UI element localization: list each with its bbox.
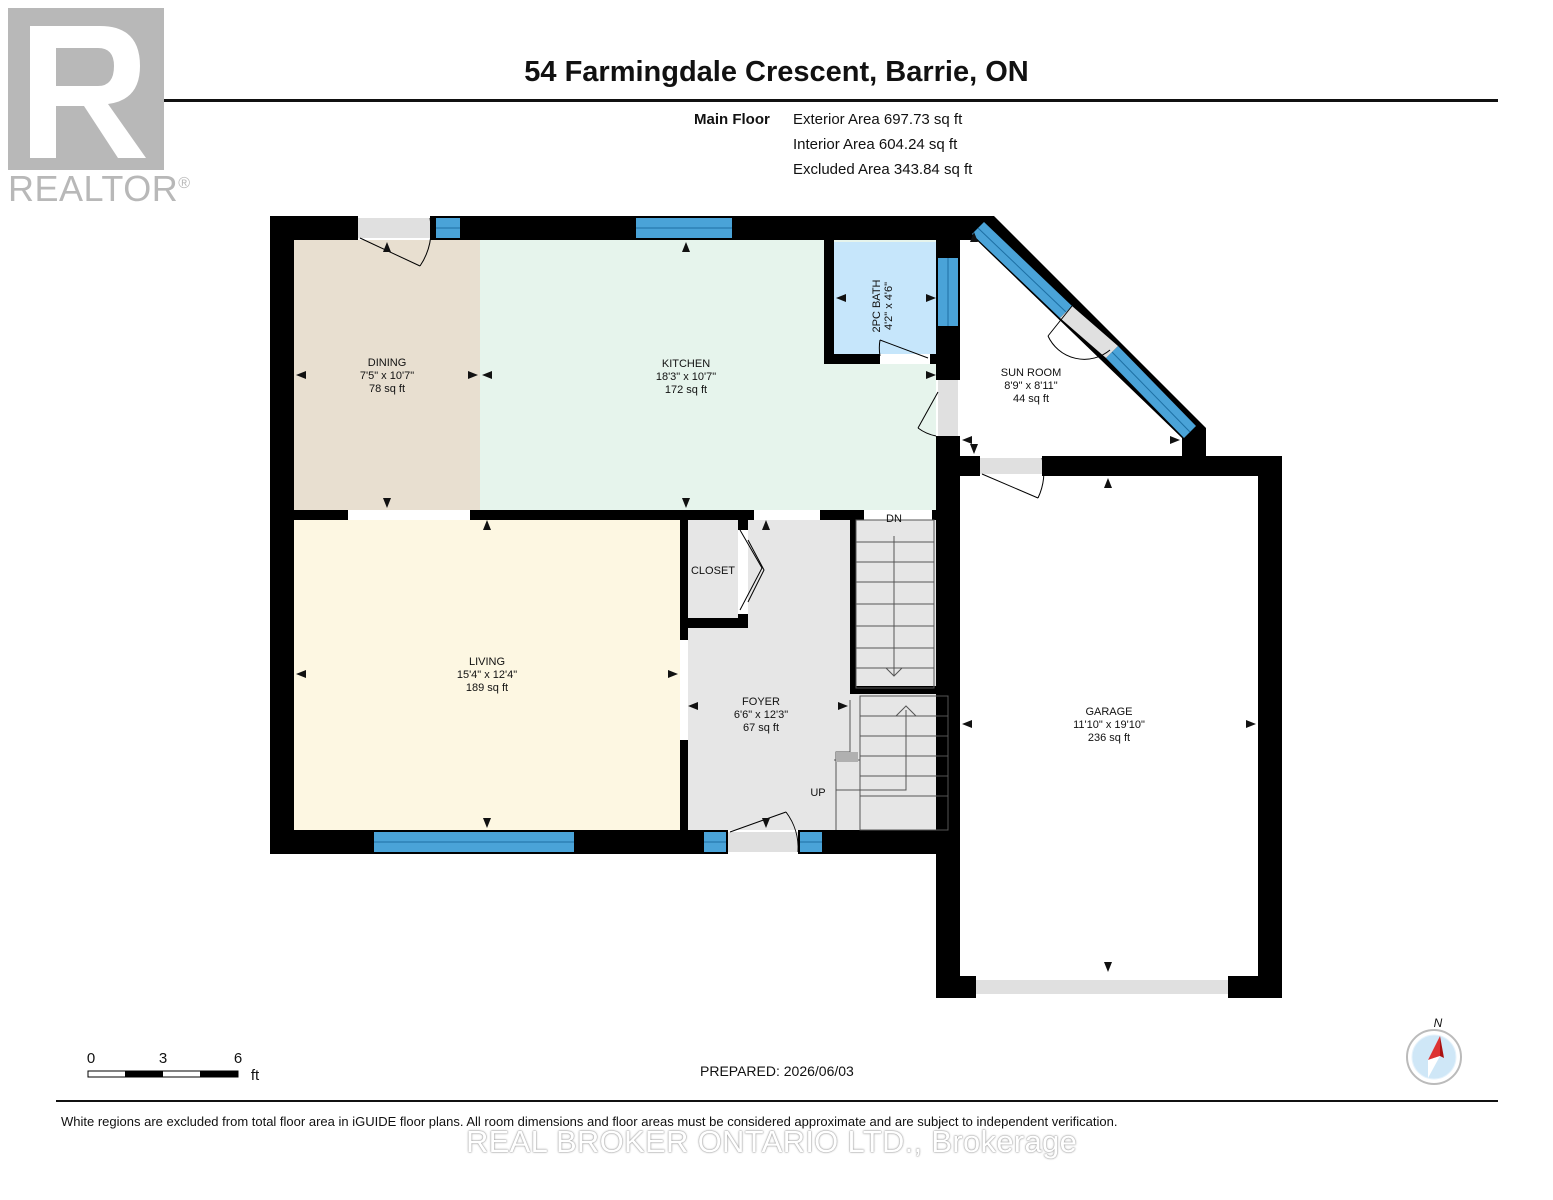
excluded-area: Excluded Area 343.84 sq ft [793,161,973,178]
foyer-room [686,518,850,830]
sunroom-door-gap [1060,306,1118,358]
header-divider [56,99,1498,102]
closet-name: CLOSET [691,565,735,577]
scale-tick-6: 6 [234,1050,242,1067]
dining-dims: 7'5" x 10'7" [360,370,414,382]
sunroom-dims: 8'9" x 8'11" [1004,380,1057,392]
exterior-area: Exterior Area 697.73 sq ft [793,111,963,128]
window-lines [374,227,1191,843]
dining-name: DINING [368,357,407,369]
prepared-date: PREPARED: 2026/06/03 [700,1063,854,1079]
page-title: 54 Farmingdale Crescent, Barrie, ON [524,56,1029,88]
bath-dims: 4'2" x 4'6" [883,282,895,330]
stair-post [836,752,858,762]
interior-area: Interior Area 604.24 sq ft [793,136,958,153]
scale-tick-0: 0 [87,1050,95,1067]
garage-dims: 11'10" x 19'10" [1073,719,1145,731]
foyer-dims: 6'6" x 12'3" [734,709,788,721]
kitchen-dims: 18'3" x 10'7" [656,371,716,383]
compass-north-label: N [1434,1016,1443,1030]
realtor-wordmark: REALTOR® [8,168,191,209]
kitchen-name: KITCHEN [662,358,710,370]
staircase [834,519,949,831]
bath-room [834,242,940,358]
living-name: LIVING [469,656,505,668]
scale-bar [87,1070,239,1078]
dimension-arrows [296,232,1256,972]
foyer-area: 67 sq ft [743,722,779,734]
stairs-down-label: DN [886,513,902,525]
brokerage-watermark: REAL BROKER ONTARIO LTD., Brokerage [466,1124,1078,1159]
garage-area: 236 sq ft [1088,732,1130,744]
bath-name: 2PC BATH [871,279,883,332]
scale-unit: ft [251,1067,260,1084]
dining-area: 78 sq ft [369,383,405,395]
living-area: 189 sq ft [466,682,508,694]
living-dims: 15'4" x 12'4" [457,669,517,681]
foyer-name: FOYER [742,696,780,708]
dining-room [294,240,480,510]
kitchen-area: 172 sq ft [665,384,707,396]
sunroom-name: SUN ROOM [1001,367,1062,379]
footer-divider [56,1100,1498,1102]
floor-label: Main Floor [694,111,770,128]
disclaimer-text: White regions are excluded from total fl… [61,1114,1118,1129]
living-room [294,518,680,830]
stairs-up-label: UP [810,787,825,799]
realtor-logo-icon [8,8,164,170]
compass-icon: N [1406,1016,1462,1085]
garage-name: GARAGE [1085,706,1132,718]
sunroom-area: 44 sq ft [1013,393,1049,405]
stairs-area [850,518,948,830]
door-sills [358,218,1228,994]
scale-tick-3: 3 [159,1050,167,1067]
